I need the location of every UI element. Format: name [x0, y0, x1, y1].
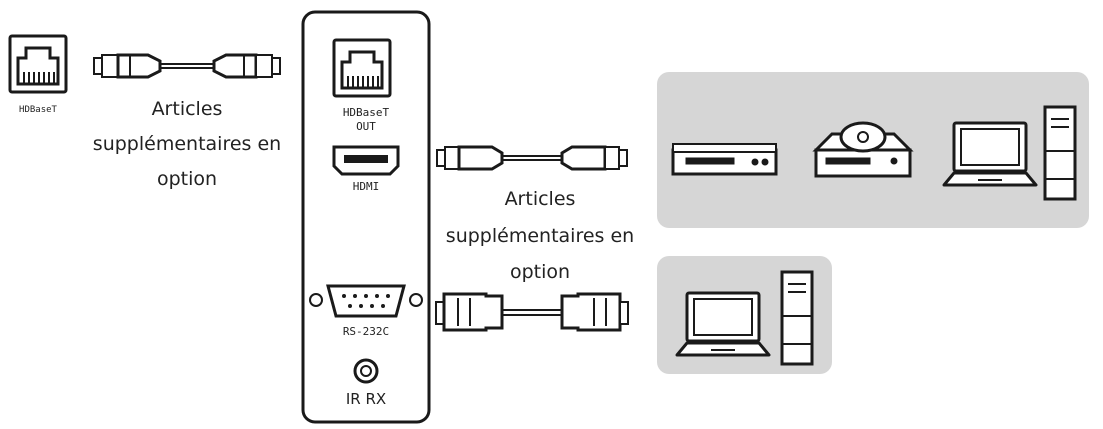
laptop-icon: [942, 121, 1038, 187]
left-caption-line-1: Articles: [152, 98, 223, 120]
hdmi-device-group: [657, 72, 1089, 228]
right-caption-line-1: Articles: [505, 188, 576, 210]
hdbaset-cable-icon: [93, 53, 281, 79]
connector-panel: HDBaseT OUT HDMI RS-232C IR RX: [301, 10, 431, 424]
hdmi-cable-icon: [436, 145, 628, 171]
ir-rx-port: IR RX: [346, 358, 386, 408]
rs232c-cable-icon: [435, 292, 629, 332]
ir-rx-label: IR RX: [346, 390, 386, 408]
left-hdbaset-port: HDBaseT: [8, 34, 68, 115]
dvd-player-icon: [812, 121, 914, 178]
right-caption: Articles supplémentaires en option: [446, 188, 634, 283]
hdbaset-out-port: HDBaseT OUT: [332, 38, 392, 133]
left-caption-line-2: supplémentaires en: [93, 133, 281, 155]
left-caption: Articles supplémentaires en option: [93, 98, 281, 190]
hdmi-port: HDMI: [332, 145, 400, 193]
rs232c-port: RS-232C: [309, 284, 423, 338]
screw-icon: [409, 293, 423, 307]
left-caption-line-3: option: [157, 168, 217, 190]
rj45-port-icon: [8, 34, 68, 94]
desktop-tower-icon: [780, 270, 814, 366]
hdbaset-out-label-line-1: HDBaseT: [343, 106, 390, 119]
rs232c-label: RS-232C: [343, 325, 389, 338]
set-top-box-icon: [671, 143, 778, 176]
left-port-label: HDBaseT: [19, 105, 58, 115]
desktop-tower-icon: [1043, 105, 1077, 201]
hdbaset-out-label-line-2: OUT: [356, 120, 376, 133]
screw-icon: [309, 293, 323, 307]
hdmi-label: HDMI: [353, 180, 380, 193]
rs232c-device-group: [657, 256, 832, 374]
db9-port-icon: [326, 284, 406, 318]
rj45-port-icon: [332, 38, 392, 98]
laptop-icon: [675, 291, 771, 357]
right-caption-line-3: option: [510, 261, 570, 283]
right-caption-line-2: supplémentaires en: [446, 225, 634, 247]
